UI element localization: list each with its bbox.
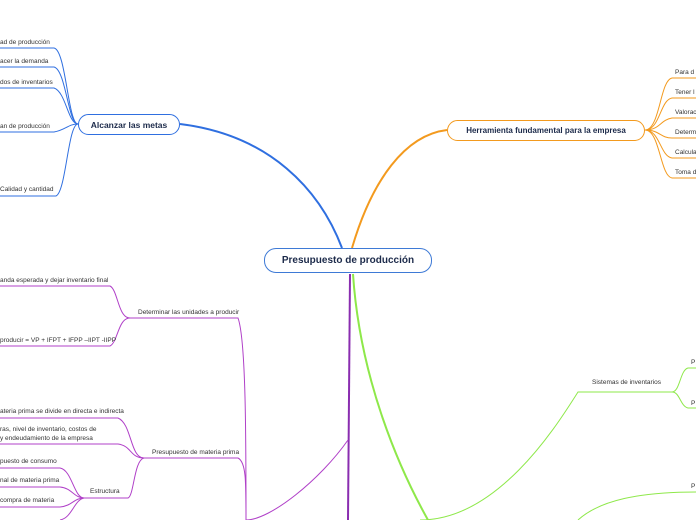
herramienta-item-2[interactable]: Tener l [675,89,695,96]
connectors-alcanzar-items [0,47,79,197]
inventory-item-2[interactable]: P [691,400,696,407]
connectors-purple-subtopics [0,285,349,520]
connectors-green-subtopics [419,367,696,520]
mp-item-1[interactable]: ateria prima se divide en directa e indi… [0,408,124,415]
inventory-item-3[interactable]: P [691,483,696,490]
subtopic-sistemas-inventarios[interactable]: Sistemas de inventarios [592,379,662,386]
connector-main-to-herramienta [351,129,448,249]
herramienta-item-6[interactable]: Toma d [675,169,696,176]
central-topic[interactable]: Presupuesto de producción [264,248,432,273]
structure-item-1[interactable]: puesto de consumo [0,458,57,465]
alcanzar-item-3[interactable]: dos de inventarios [0,79,53,86]
mp-item-2a[interactable]: ras, nivel de inventario, costos de [0,426,97,433]
topic-herramienta-fundamental[interactable]: Herramienta fundamental para la empresa [447,120,645,141]
inventory-item-1[interactable]: P [691,359,696,366]
herramienta-item-1[interactable]: Para d [675,69,695,76]
units-item-1[interactable]: anda esperada y dejar inventario final [0,277,109,284]
structure-item-3[interactable]: compra de materia [0,497,55,504]
alcanzar-item-5[interactable]: Calidad y cantidad [0,186,54,193]
structure-item-2[interactable]: nal de materia prima [0,477,60,484]
units-item-2[interactable]: producir = VP + IFPT + IFPP –IIPT -IIPP [0,337,117,344]
subtopic-presupuesto-materia-prima[interactable]: Presupuesto de materia prima [152,449,240,456]
herramienta-item-4[interactable]: Determ [675,129,696,136]
alcanzar-item-1[interactable]: ad de producción [0,39,50,46]
connector-main-to-purple [347,273,351,520]
topic-herramienta-label: Herramienta fundamental para la empresa [466,126,626,135]
herramienta-item-5[interactable]: Calcula [675,149,696,156]
connector-main-to-alcanzar [179,123,343,249]
connector-main-to-green [352,273,429,520]
topic-alcanzar-metas-label: Alcanzar las metas [90,119,168,130]
subtopic-estructura[interactable]: Estructura [90,488,120,495]
herramienta-item-3[interactable]: Valorac [675,109,696,116]
alcanzar-item-2[interactable]: acer la demanda [0,58,49,65]
alcanzar-item-4[interactable]: an de producción [0,123,50,130]
topic-alcanzar-metas[interactable]: Alcanzar las metas [78,114,180,135]
central-topic-label: Presupuesto de producción [281,255,415,266]
connectors-herramienta-items [644,77,696,179]
mp-item-2b[interactable]: y endeudamiento de la empresa [0,435,93,442]
subtopic-determinar-unidades[interactable]: Determinar las unidades a producir [138,309,240,316]
